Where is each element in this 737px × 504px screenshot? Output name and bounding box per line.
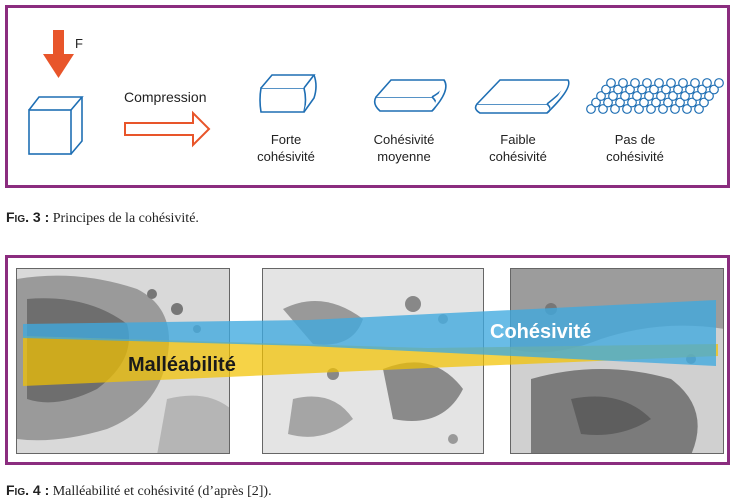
particle: [687, 97, 697, 108]
cube-icon: [28, 96, 84, 155]
particle: [675, 97, 685, 108]
cohesion-band: [23, 300, 716, 366]
particle: [627, 97, 637, 108]
particle: [586, 104, 596, 114]
bands: [23, 300, 718, 386]
force-label: F: [75, 36, 83, 51]
state-label-medium: Cohésivité moyenne: [373, 132, 435, 164]
malleability-label: Malléabilité: [128, 354, 236, 376]
particle: [618, 78, 628, 88]
fig3-caption-tag: Fig. 3 :: [6, 209, 50, 225]
particle: [668, 91, 678, 101]
particle: [613, 84, 623, 95]
particle: [630, 78, 640, 88]
particle: [622, 104, 632, 114]
particle: [694, 104, 704, 114]
particle: [670, 104, 680, 114]
particle: [637, 84, 647, 95]
particle: [591, 97, 601, 108]
particle: [682, 104, 692, 114]
particle: [608, 91, 618, 101]
particle: [714, 78, 724, 88]
particle: [598, 104, 608, 114]
particle: [601, 84, 611, 95]
fig3-caption-text: Principes de la cohésivité.: [49, 211, 199, 226]
cohesion-label: Cohésivité: [490, 321, 592, 343]
particle: [644, 91, 654, 101]
particle: [661, 84, 671, 95]
particle: [685, 84, 695, 95]
compression-arrow-icon: [124, 110, 211, 148]
particle: [625, 84, 635, 95]
compression-label: Compression: [124, 89, 207, 105]
particle: [663, 97, 673, 108]
particle: [666, 78, 676, 88]
particle: [606, 78, 616, 88]
particle: [692, 91, 702, 101]
particle: [690, 78, 700, 88]
fig4-frame: Cohésivité Malléabilité: [5, 255, 730, 465]
fig4-caption-tag: Fig. 4 :: [6, 482, 50, 498]
fig3-frame: F Compression Forte cohésivité Cohésivit…: [5, 5, 730, 188]
compressed-cube-icon: [259, 74, 317, 113]
particle: [634, 104, 644, 114]
particle: [615, 97, 625, 108]
particle: [654, 78, 664, 88]
tablet-flat-icon: [474, 79, 570, 114]
particle: [632, 91, 642, 101]
fig3-diagram: [28, 30, 724, 155]
particle: [610, 104, 620, 114]
particle: [697, 84, 707, 95]
particle: [709, 84, 719, 95]
particle: [642, 78, 652, 88]
particle: [651, 97, 661, 108]
force-arrow-icon: [43, 30, 74, 78]
particles-icon: [586, 78, 724, 114]
particle: [646, 104, 656, 114]
particle: [620, 91, 630, 101]
particle: [702, 78, 712, 88]
particle: [639, 97, 649, 108]
state-label-weak: Faible cohésivité: [489, 132, 547, 164]
particle: [699, 97, 709, 108]
particle: [649, 84, 659, 95]
particle: [603, 97, 613, 108]
particle: [678, 78, 688, 88]
particle: [596, 91, 606, 101]
tablet-medium-icon: [373, 79, 447, 112]
fig3-caption: Fig. 3 : Principes de la cohésivité.: [6, 209, 199, 227]
particle: [680, 91, 690, 101]
particle: [658, 104, 668, 114]
fig4-caption: Fig. 4 : Malléabilité et cohésivité (d’a…: [6, 482, 272, 500]
particle: [656, 91, 666, 101]
particle: [704, 91, 714, 101]
fig4-caption-text: Malléabilité et cohésivité (d’après [2])…: [49, 484, 272, 499]
state-label-strong: Forte cohésivité: [257, 132, 315, 164]
state-label-none: Pas de cohésivité: [606, 132, 664, 164]
particle: [673, 84, 683, 95]
